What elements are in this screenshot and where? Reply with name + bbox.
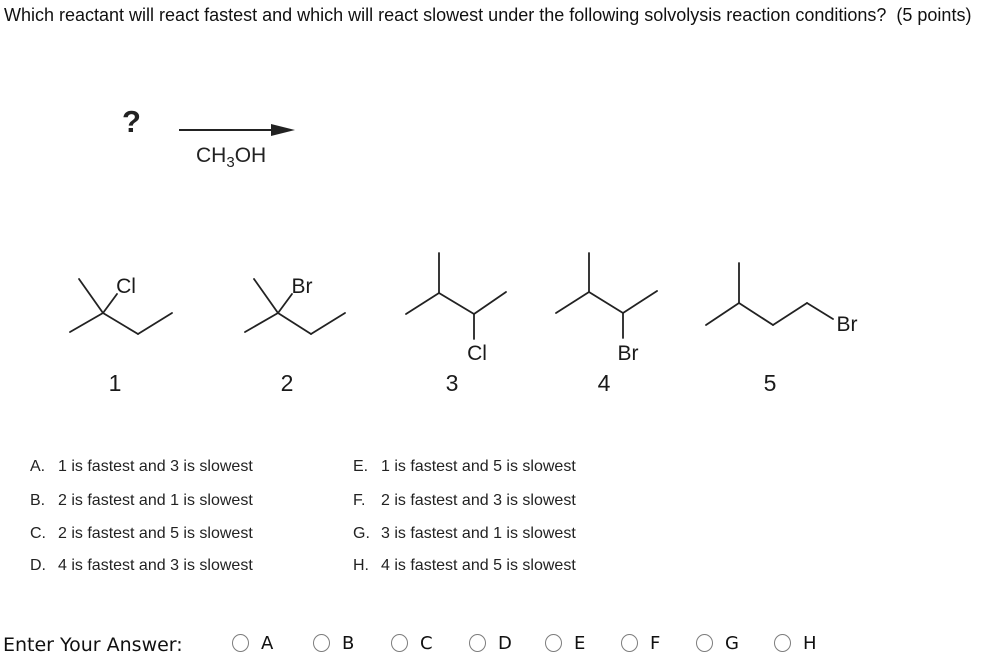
structure-number-label: 3	[446, 370, 459, 396]
bond	[622, 290, 658, 314]
answer-choice-A[interactable]: A	[232, 632, 273, 654]
option-text: 2 is fastest and 1 is slowest	[58, 492, 253, 509]
option-text: 1 is fastest and 5 is slowest	[381, 458, 576, 475]
bond	[588, 291, 624, 314]
option-F: F. 2 is fastest and 3 is slowest	[353, 492, 576, 510]
option-E: E. 1 is fastest and 5 is slowest	[353, 458, 576, 476]
bond	[738, 302, 774, 326]
radio-E-label: E	[574, 632, 586, 654]
structure-4: Br 4	[555, 252, 658, 396]
radio-D-label: D	[498, 632, 512, 654]
halogen-label: Br	[618, 342, 639, 365]
radio-B[interactable]	[313, 634, 330, 652]
option-letter: E.	[353, 458, 369, 475]
radio-H[interactable]	[774, 634, 791, 652]
bond	[253, 278, 279, 314]
option-B: B. 2 is fastest and 1 is slowest	[30, 492, 253, 510]
radio-G[interactable]	[696, 634, 713, 652]
structure-5: Br 5	[705, 262, 858, 396]
answer-choice-B[interactable]: B	[313, 632, 354, 654]
answer-choice-C[interactable]: C	[391, 632, 433, 654]
option-A: A. 1 is fastest and 3 is slowest	[30, 458, 253, 476]
bond	[244, 312, 279, 333]
bond	[405, 292, 440, 315]
option-text: 4 is fastest and 3 is slowest	[58, 557, 253, 574]
structures-figure: Cl 1 Br 2 Cl 3 Br 4	[69, 252, 858, 396]
option-C: C. 2 is fastest and 5 is slowest	[30, 525, 253, 543]
structure-number-label: 2	[281, 370, 294, 396]
answer-prompt-label: Enter Your Answer:	[3, 634, 183, 656]
bond	[69, 312, 104, 333]
option-letter: D.	[30, 557, 46, 574]
option-letter: G.	[353, 525, 370, 542]
option-letter: H.	[353, 557, 369, 574]
answer-choice-H[interactable]: H	[774, 632, 817, 654]
halogen-label: Cl	[467, 342, 487, 365]
structure-2: Br 2	[244, 275, 346, 396]
bond	[555, 291, 590, 314]
radio-A-label: A	[261, 632, 274, 654]
radio-A[interactable]	[232, 634, 249, 652]
bond	[78, 278, 104, 314]
structure-number-label: 1	[109, 370, 122, 396]
structure-number-label: 4	[598, 370, 611, 396]
radio-E[interactable]	[545, 634, 562, 652]
radio-C[interactable]	[391, 634, 408, 652]
halogen-label: Cl	[116, 275, 136, 298]
bond	[277, 293, 293, 314]
bond	[705, 302, 740, 326]
bond	[137, 312, 173, 335]
radio-B-label: B	[342, 632, 355, 654]
bond	[438, 292, 475, 315]
option-G: G. 3 is fastest and 1 is slowest	[353, 525, 576, 543]
answer-choice-E[interactable]: E	[545, 632, 585, 654]
answer-choice-G[interactable]: G	[696, 632, 739, 654]
unknown-reactant-mark: ?	[122, 104, 141, 139]
option-letter: C.	[30, 525, 46, 542]
structure-number-label: 5	[764, 370, 777, 396]
option-text: 4 is fastest and 5 is slowest	[381, 557, 576, 574]
reagent-suffix: OH	[234, 144, 267, 167]
option-text: 1 is fastest and 3 is slowest	[58, 458, 253, 475]
reaction-arrow-icon	[179, 124, 295, 136]
option-text: 3 is fastest and 1 is slowest	[381, 525, 576, 542]
structure-3: Cl 3	[405, 252, 507, 396]
option-H: H. 4 is fastest and 5 is slowest	[353, 557, 576, 575]
bond	[277, 312, 312, 335]
structure-1: Cl 1	[69, 275, 173, 396]
answer-choice-D[interactable]: D	[469, 632, 512, 654]
radio-F[interactable]	[621, 634, 638, 652]
reagent-label: CH3OH	[196, 144, 267, 172]
radio-D[interactable]	[469, 634, 486, 652]
option-text: 2 is fastest and 5 is slowest	[58, 525, 253, 542]
bond	[473, 291, 507, 315]
radio-G-label: G	[725, 632, 739, 654]
radio-H-label: H	[803, 632, 817, 654]
question-text: Which reactant will react fastest and wh…	[4, 5, 972, 25]
option-letter: A.	[30, 458, 46, 475]
option-text: 2 is fastest and 3 is slowest	[381, 492, 576, 509]
bond	[806, 302, 834, 320]
halogen-label: Br	[837, 313, 858, 336]
option-letter: F.	[353, 492, 366, 509]
bond	[310, 312, 346, 335]
answer-choice-F[interactable]: F	[621, 632, 660, 654]
radio-C-label: C	[420, 632, 433, 654]
reagent-subscript: 3	[226, 154, 235, 172]
option-D: D. 4 is fastest and 3 is slowest	[30, 557, 253, 575]
radio-F-label: F	[650, 632, 661, 654]
bond	[102, 293, 118, 314]
option-letter: B.	[30, 492, 46, 509]
halogen-label: Br	[292, 275, 313, 298]
reagent-prefix: CH	[196, 144, 227, 167]
bond	[102, 312, 139, 335]
bond	[772, 302, 808, 326]
